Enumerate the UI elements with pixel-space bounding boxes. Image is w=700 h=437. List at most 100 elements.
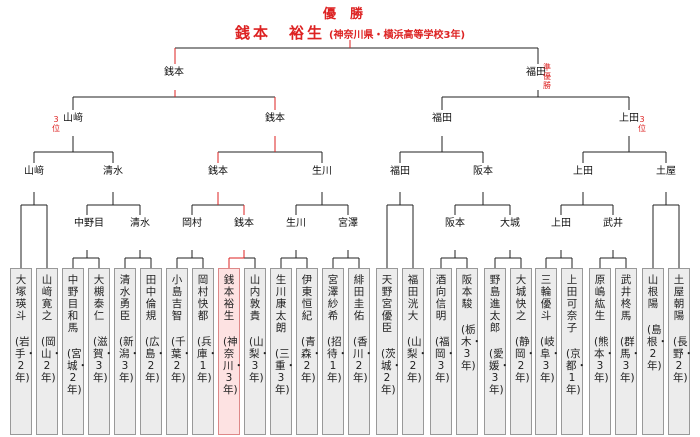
quarter-name: 生川 — [312, 166, 332, 177]
player-card: 山内 敦貴 (山梨・3年) — [244, 268, 271, 435]
player-detail: (島根・2年) — [647, 324, 668, 372]
quarter-name: 阪本 — [473, 166, 493, 177]
player-card: 上田可奈子 (京都・1年) — [561, 268, 587, 435]
player-card: 天野宮優臣 (茨城・2年) — [376, 268, 402, 435]
player-card: 大城 快之 (静岡・2年) — [510, 268, 537, 435]
player-detail: (青森・2年) — [301, 336, 322, 384]
player-card: 中野目和馬 (宮城・2年) — [62, 268, 88, 435]
player-card: 岡村 快都 (兵庫・1年) — [192, 268, 219, 435]
r16-name: 阪本 — [445, 218, 465, 229]
player-name: 生川康太朗 — [275, 274, 287, 334]
player-detail: (岡山・2年) — [41, 336, 62, 384]
player-card: 福田 洸大 (山梨・2年) — [402, 268, 429, 435]
player-detail: (山梨・3年) — [249, 336, 270, 384]
final-right-name: 福田 — [526, 67, 546, 78]
runner-up-note: 準優勝 — [543, 63, 551, 90]
player-card: 山根 陽 (島根・2年) — [642, 268, 669, 435]
quarter-name: 山﨑 — [24, 166, 44, 177]
player-name: 大塚 瑛斗 — [15, 274, 37, 322]
player-name: 宮澤 紗希 — [327, 274, 349, 322]
semi-name: 上田 — [619, 113, 639, 124]
player-name: 伊東 恒紀 — [301, 274, 323, 322]
quarter-name: 土屋 — [656, 166, 676, 177]
r16-name: 中野目 — [74, 218, 104, 229]
player-name: 山﨑 寛之 — [41, 274, 63, 322]
player-name: 大城 快之 — [515, 274, 537, 322]
player-detail: (京都・1年) — [566, 348, 587, 396]
player-card: 酒向 信明 (福岡・3年) — [430, 268, 457, 435]
player-detail: (新潟・3年) — [119, 336, 140, 384]
player-name: 岡村 快都 — [197, 274, 219, 322]
quarter-name: 福田 — [390, 166, 410, 177]
tournament-title: 優勝 — [322, 7, 377, 22]
player-card: 大塚 瑛斗 (岩手・2年) — [10, 268, 37, 435]
player-card: 田中 倫規 (広島・2年) — [140, 268, 167, 435]
player-name: 大槻 泰仁 — [93, 274, 115, 322]
player-detail: (岩手・2年) — [15, 336, 36, 384]
player-name: 田中 倫規 — [145, 274, 167, 322]
quarter-name: 銭本 — [208, 166, 228, 177]
player-name: 中野目和馬 — [67, 274, 79, 334]
player-detail: (茨城・2年) — [381, 348, 402, 396]
player-detail: (岐阜・3年) — [540, 336, 561, 384]
player-card: 清水 勇臣 (新潟・3年) — [114, 268, 141, 435]
player-card: 武井 柊馬 (群馬・3年) — [615, 268, 642, 435]
player-name: 緋田 圭佑 — [353, 274, 375, 322]
quarter-name: 清水 — [103, 166, 123, 177]
player-name: 福田 洸大 — [407, 274, 429, 322]
r16-name: 銭本 — [234, 218, 254, 229]
player-name: 阪本 駿 — [461, 274, 483, 310]
player-detail: (三重・3年) — [275, 348, 296, 396]
player-card: 三輪 優斗 (岐阜・3年) — [535, 268, 562, 435]
player-card: 大槻 泰仁 (滋賀・3年) — [88, 268, 115, 435]
quarter-name: 上田 — [573, 166, 593, 177]
semi-name: 山﨑 — [63, 113, 83, 124]
r16-name: 岡村 — [182, 218, 202, 229]
player-detail: (愛媛・3年) — [489, 348, 510, 396]
semi-name: 福田 — [432, 113, 452, 124]
r16-name: 清水 — [130, 218, 150, 229]
champion-name: 銭本 裕生 — [234, 24, 325, 42]
player-detail: (滋賀・3年) — [93, 336, 114, 384]
champion-school: (神奈川県・横浜高等学校3年) — [328, 30, 466, 41]
r16-name: 宮澤 — [338, 218, 358, 229]
player-name: 小島 吉智 — [171, 274, 193, 322]
player-detail: (群馬・3年) — [620, 336, 641, 384]
player-name: 山根 陽 — [647, 274, 669, 310]
r16-name: 大城 — [500, 218, 520, 229]
player-card: 伊東 恒紀 (青森・2年) — [296, 268, 323, 435]
champion-banner: 銭本 裕生(神奈川県・横浜高等学校3年) — [0, 22, 700, 43]
player-name: 野島進太郎 — [489, 274, 501, 334]
player-detail: (山梨・2年) — [407, 336, 428, 384]
player-name: 酒向 信明 — [435, 274, 457, 322]
player-name: 清水 勇臣 — [119, 274, 141, 322]
player-detail: (広島・2年) — [145, 336, 166, 384]
champion-player-card: 銭本 裕生 (神奈川・3年) — [218, 268, 245, 435]
player-detail: (栃木・3年) — [461, 324, 482, 372]
player-name: 山内 敦貴 — [249, 274, 271, 322]
player-detail: (兵庫・1年) — [197, 336, 218, 384]
player-detail: (宮城・2年) — [67, 348, 88, 396]
final-left-name: 銭本 — [164, 67, 184, 78]
player-detail: (静岡・2年) — [515, 336, 536, 384]
player-name: 土屋 朝陽 — [673, 274, 695, 322]
player-card: 緋田 圭佑 (香川・2年) — [348, 268, 375, 435]
player-name: 原嶋 紘生 — [594, 274, 616, 322]
third-place-right-note: 3位 — [638, 115, 646, 133]
player-name: 天野宮優臣 — [381, 274, 393, 334]
third-place-left-note: 3位 — [52, 115, 60, 133]
player-detail: (神奈川・3年) — [223, 336, 244, 396]
player-detail: (千葉・2年) — [171, 336, 192, 384]
semi-name: 銭本 — [265, 113, 285, 124]
player-detail: (香川・2年) — [353, 336, 374, 384]
r16-name: 生川 — [286, 218, 306, 229]
player-name: 武井 柊馬 — [620, 274, 642, 322]
player-card: 土屋 朝陽(長野・2年) — [668, 268, 695, 435]
player-detail: (福岡・3年) — [435, 336, 456, 384]
player-name: 銭本 裕生 — [223, 274, 245, 322]
player-name: 上田可奈子 — [566, 274, 578, 334]
player-detail: (招待・1年) — [327, 336, 348, 384]
player-detail: (熊本・3年) — [594, 336, 615, 384]
player-name: 三輪 優斗 — [540, 274, 562, 322]
